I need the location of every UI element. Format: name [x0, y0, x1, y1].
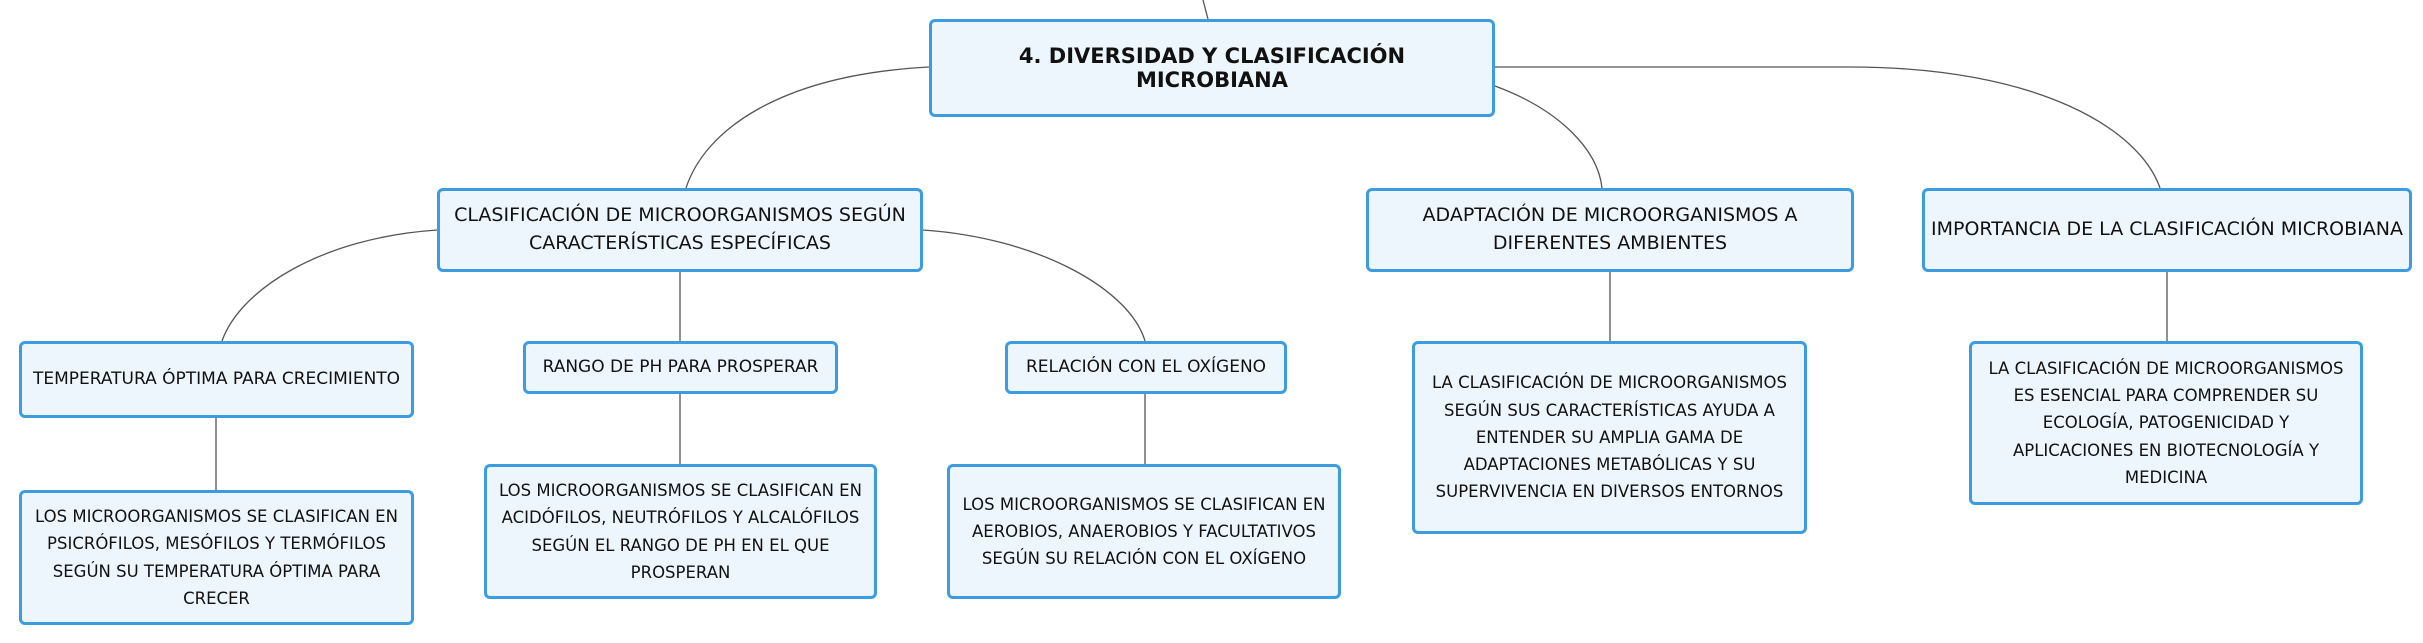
subtopic-ph-label: RANGO DE PH PARA PROSPERAR [542, 356, 819, 377]
branch-classification-label: CLASIFICACIÓN DE MICROORGANISMOS SEGÚN C… [454, 204, 906, 254]
detail-temperature-node[interactable]: LOS MICROORGANISMOS SE CLASIFICAN EN PSI… [19, 490, 414, 625]
branch-adaptation-label: ADAPTACIÓN DE MICROORGANISMOS A DIFERENT… [1422, 204, 1798, 254]
connector-root-incoming [1202, 0, 1209, 20]
detail-adaptation-node[interactable]: LA CLASIFICACIÓN DE MICROORGANISMOS SEGÚ… [1412, 341, 1807, 534]
subtopic-oxygen-node[interactable]: RELACIÓN CON EL OXÍGENO [1005, 341, 1287, 394]
detail-adaptation-text: LA CLASIFICACIÓN DE MICROORGANISMOS SEGÚ… [1431, 373, 1788, 502]
detail-oxygen-node[interactable]: LOS MICROORGANISMOS SE CLASIFICAN EN AER… [947, 464, 1341, 599]
detail-importance-text: LA CLASIFICACIÓN DE MICROORGANISMOS ES E… [1988, 358, 2344, 487]
connector-root-classification [685, 66, 930, 189]
branch-importance-label: IMPORTANCIA DE LA CLASIFICACIÓN MICROBIA… [1931, 218, 2403, 241]
branch-importance-node[interactable]: IMPORTANCIA DE LA CLASIFICACIÓN MICROBIA… [1922, 188, 2412, 272]
branch-adaptation-node[interactable]: ADAPTACIÓN DE MICROORGANISMOS A DIFERENT… [1366, 188, 1854, 272]
connector-classification-oxygen [922, 229, 1146, 342]
branch-classification-node[interactable]: CLASIFICACIÓN DE MICROORGANISMOS SEGÚN C… [437, 188, 923, 272]
connector-root-importance [1495, 66, 2161, 189]
root-node[interactable]: 4. DIVERSIDAD Y CLASIFICACIÓN MICROBIANA [929, 19, 1495, 117]
subtopic-temperature-node[interactable]: TEMPERATURA ÓPTIMA PARA CRECIMIENTO [19, 341, 414, 418]
subtopic-temperature-label: TEMPERATURA ÓPTIMA PARA CRECIMIENTO [32, 368, 401, 389]
detail-oxygen-text: LOS MICROORGANISMOS SE CLASIFICAN EN AER… [962, 494, 1326, 569]
connector-classification-temperature [221, 229, 438, 342]
detail-ph-text: LOS MICROORGANISMOS SE CLASIFICAN EN ACI… [499, 481, 862, 582]
connector-root-adaptation [1494, 85, 1603, 189]
subtopic-oxygen-label: RELACIÓN CON EL OXÍGENO [1025, 356, 1267, 377]
detail-importance-node[interactable]: LA CLASIFICACIÓN DE MICROORGANISMOS ES E… [1969, 341, 2363, 505]
detail-ph-node[interactable]: LOS MICROORGANISMOS SE CLASIFICAN EN ACI… [484, 464, 877, 599]
detail-temperature-text: LOS MICROORGANISMOS SE CLASIFICAN EN PSI… [35, 507, 398, 608]
root-label: 4. DIVERSIDAD Y CLASIFICACIÓN MICROBIANA [1018, 44, 1406, 92]
subtopic-ph-node[interactable]: RANGO DE PH PARA PROSPERAR [523, 341, 838, 394]
